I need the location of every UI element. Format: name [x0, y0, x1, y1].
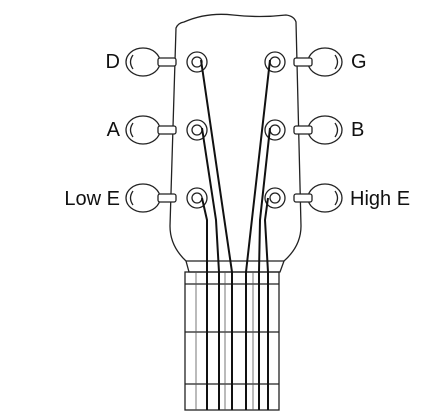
string-d [200, 59, 233, 410]
tuning-peg-high-e [293, 183, 343, 213]
tuning-peg-d [125, 47, 177, 77]
label-low-e: Low E [64, 188, 120, 210]
string-a [201, 127, 220, 410]
string-b [258, 127, 271, 410]
tuning-peg-a [125, 115, 177, 145]
label-d: D [105, 51, 120, 73]
string-low-e [201, 197, 208, 410]
tuning-peg-g [293, 47, 343, 77]
string-g [245, 59, 271, 410]
string-high-e [263, 197, 269, 410]
label-b: B [351, 119, 365, 141]
tuning-peg-b [293, 115, 343, 145]
headstock-outline [169, 13, 302, 273]
label-g: G [351, 51, 367, 73]
tuning-peg-low-e [125, 183, 177, 213]
label-a: A [106, 119, 120, 141]
label-high-e: High E [350, 188, 411, 210]
